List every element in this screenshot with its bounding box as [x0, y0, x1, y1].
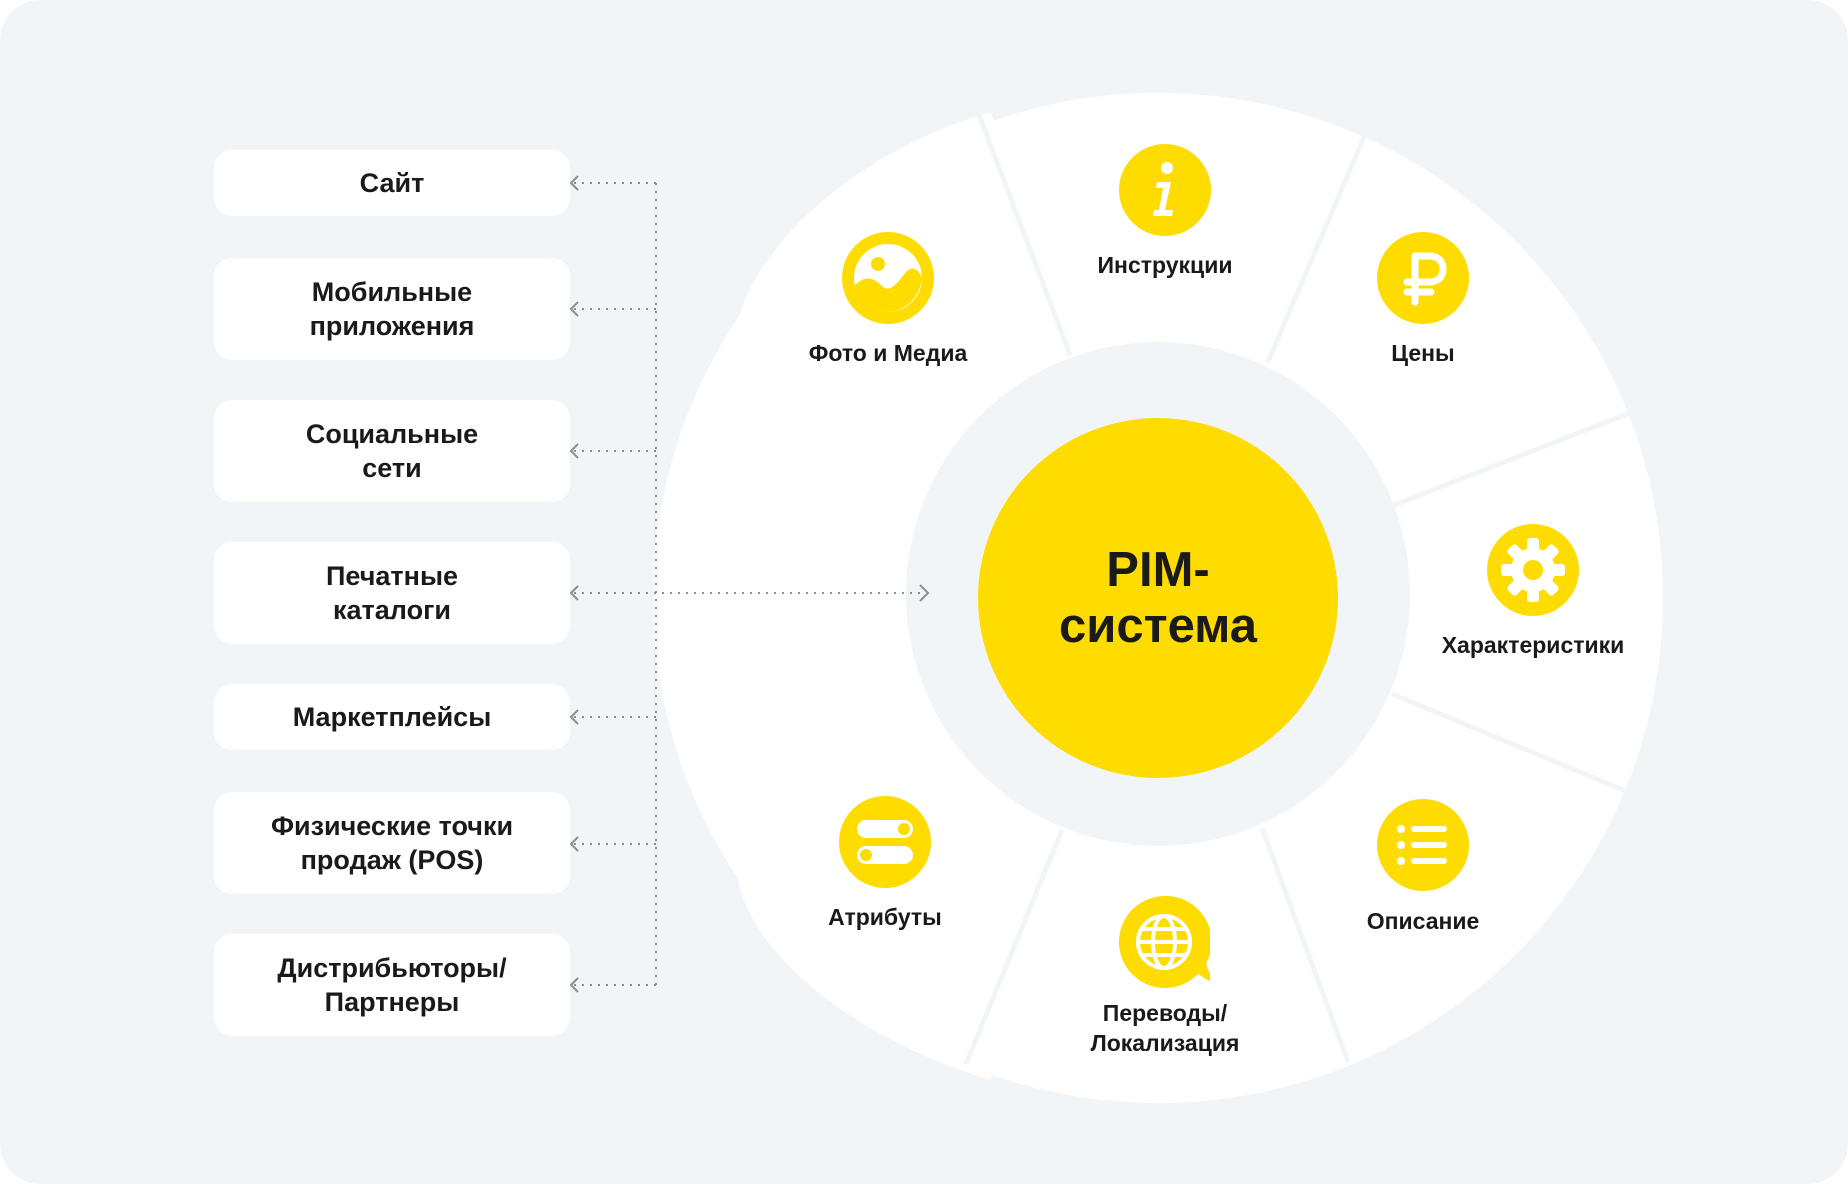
segment-label-attributes: Атрибуты: [828, 904, 942, 930]
segment-label-instructions: Инструкции: [1097, 252, 1233, 278]
channel-card-pos: Физические точки продаж (POS): [214, 792, 570, 894]
segment-label-characteristics: Характеристики: [1441, 632, 1625, 658]
connector-arrowheads: [569, 175, 930, 993]
segment-label-description: Описание: [1366, 908, 1480, 934]
photo-icon: [842, 232, 934, 324]
pim-system-hub: PIM- система: [978, 418, 1338, 778]
segment-label-photo-media: Фото и Медиа: [808, 340, 968, 366]
connector-lines: [574, 182, 922, 986]
channel-card-marketplaces: Маркетплейсы: [214, 684, 570, 750]
channel-card-distributors: Дистрибьюторы/ Партнеры: [214, 934, 570, 1036]
toggles-icon: [839, 796, 931, 888]
segment-label-prices: Цены: [1391, 340, 1455, 366]
info-icon: [1119, 144, 1211, 236]
segment-dividers: [963, 111, 1633, 1065]
globe-chat-icon: [1118, 896, 1210, 988]
segment-label-translations: Переводы/ Локализация: [1090, 1000, 1240, 1056]
attributes-blob: [734, 717, 1060, 1080]
gear-icon: [1487, 524, 1579, 616]
channel-card-social-networks: Социальные сети: [214, 400, 570, 502]
channel-card-mobile-apps: Мобильные приложения: [214, 258, 570, 360]
channel-card-print-catalogs: Печатные каталоги: [214, 542, 570, 644]
ruble-icon: [1377, 232, 1469, 324]
list-icon: [1377, 799, 1469, 891]
channel-card-site: Сайт: [214, 150, 570, 216]
